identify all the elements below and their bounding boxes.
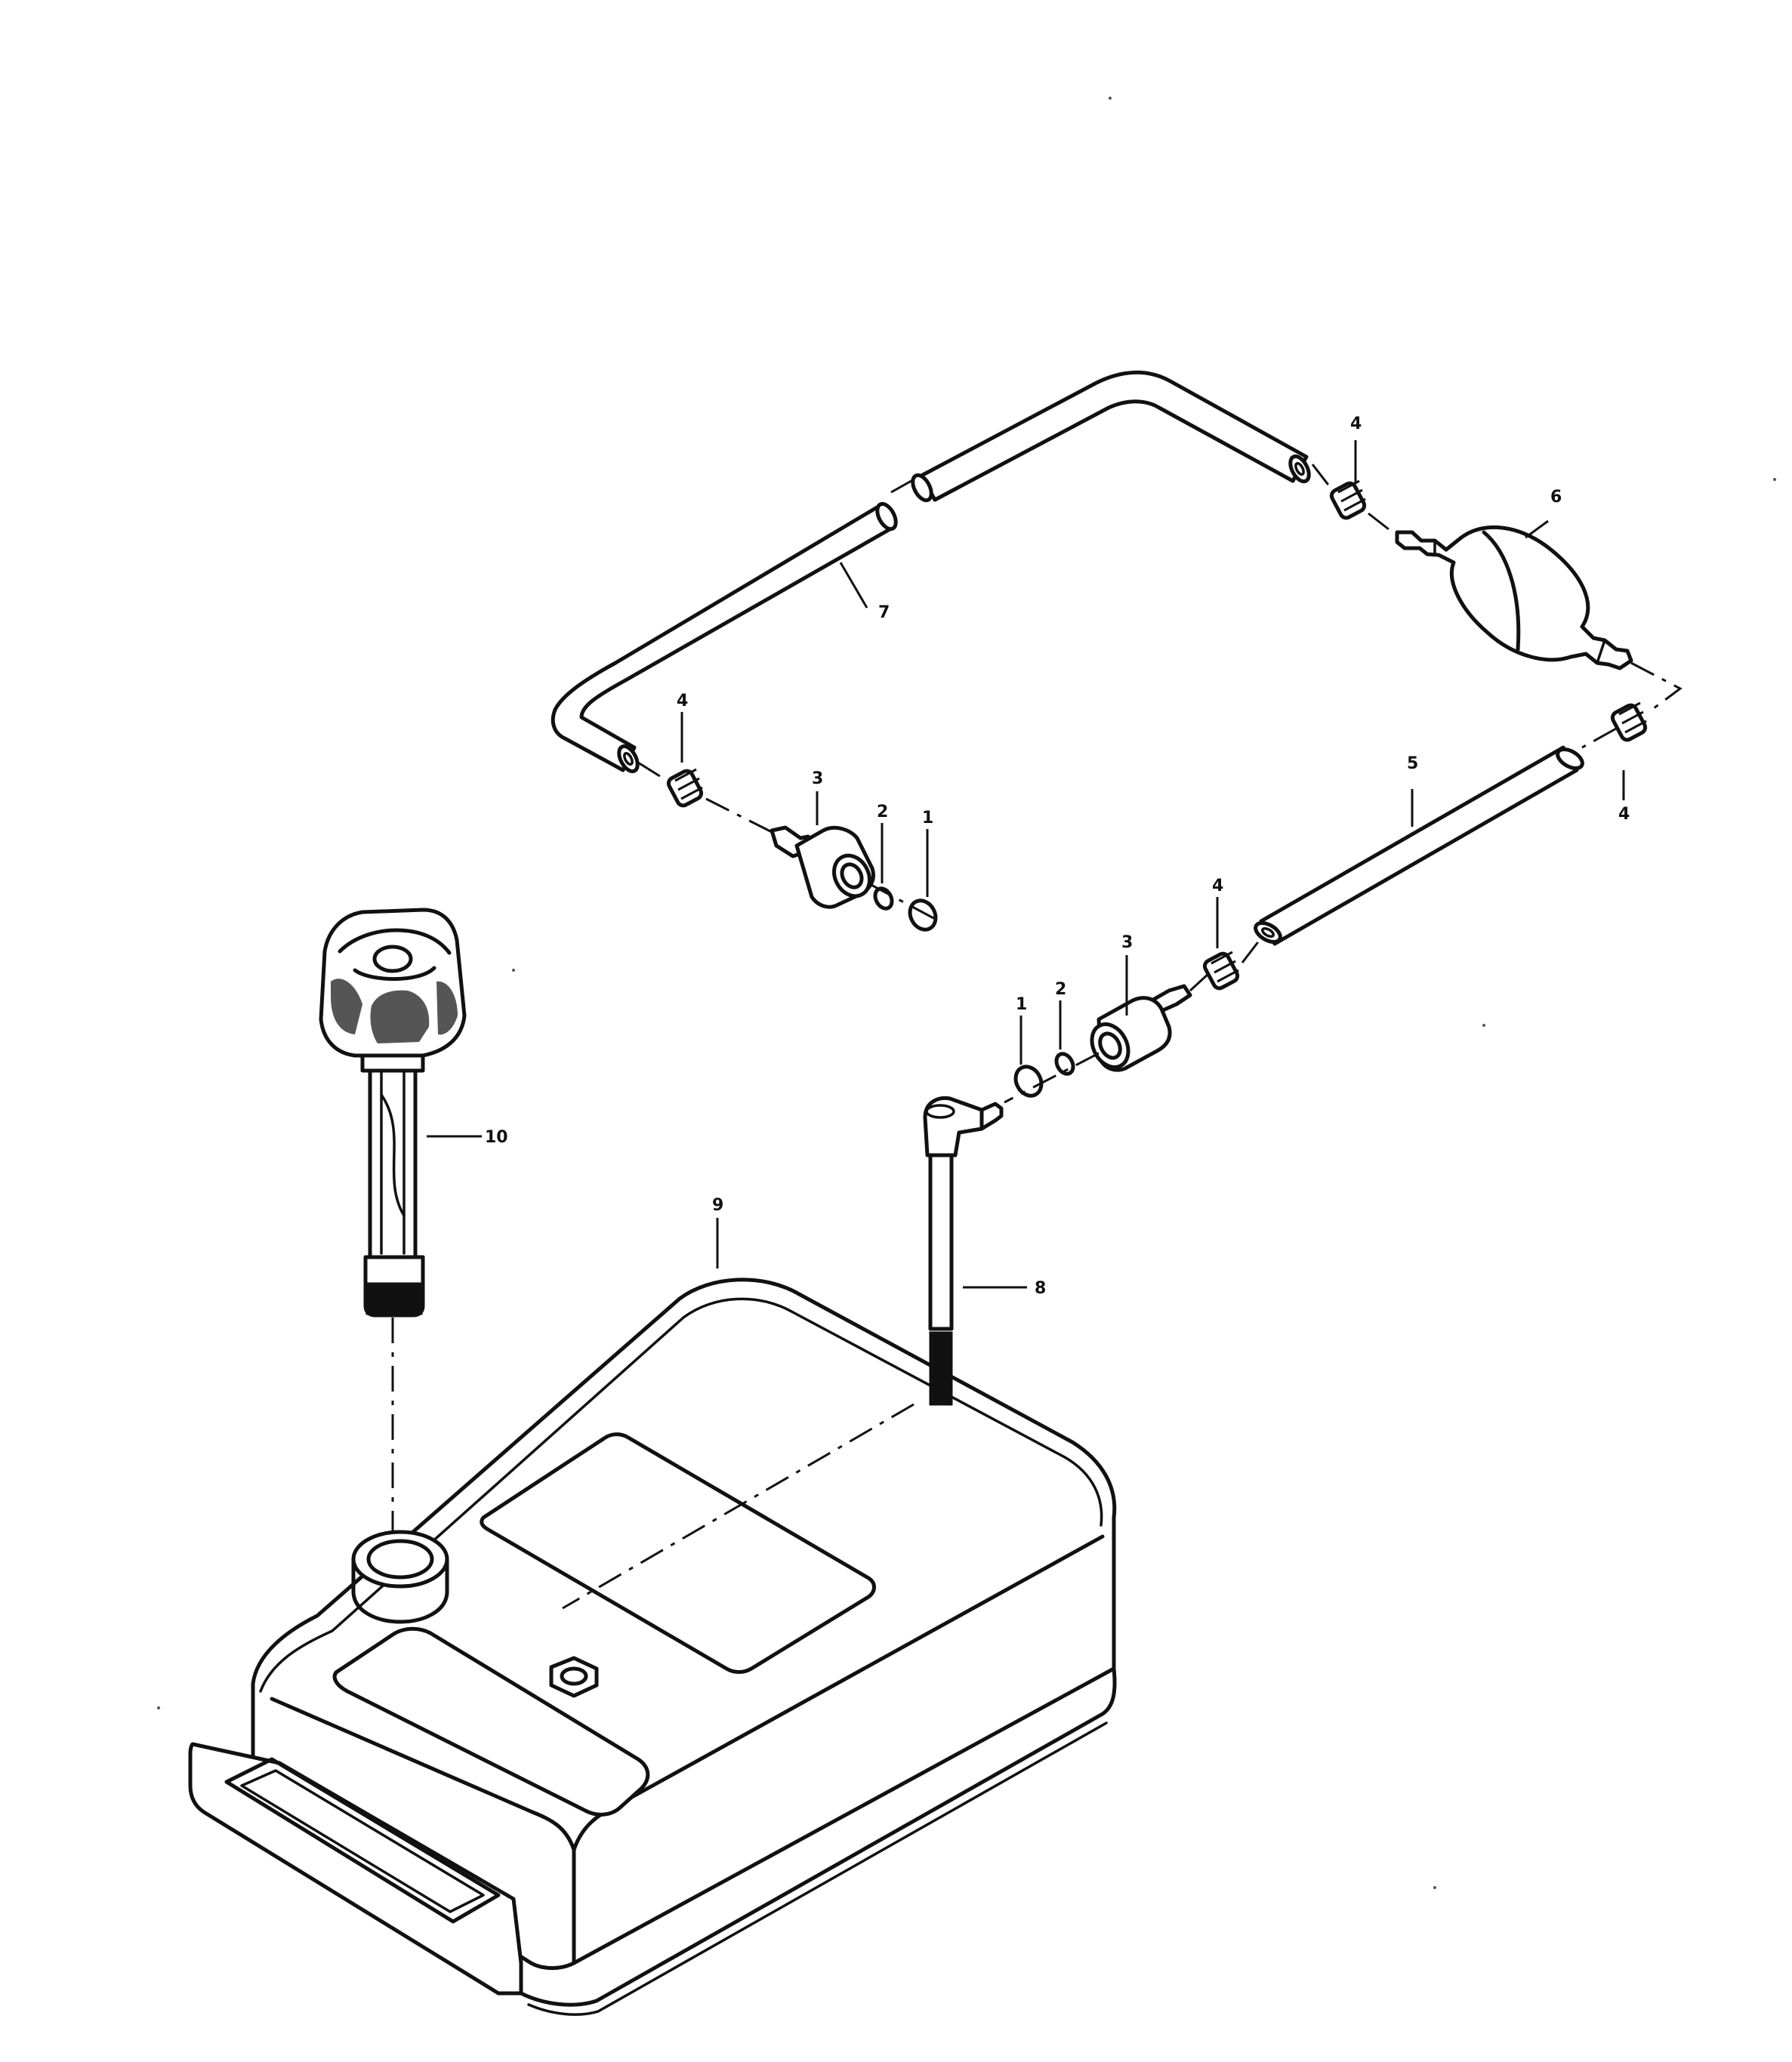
callout-1-upper: 1 — [922, 809, 933, 828]
callout-10: 10 — [485, 1128, 508, 1147]
hose-clamp-top — [1329, 479, 1367, 520]
quick-connector-lower — [1090, 984, 1192, 1072]
callout-4-lower: 4 — [1212, 877, 1223, 895]
hose-clamp-lower — [1202, 951, 1240, 991]
primer-bulb — [1395, 525, 1633, 670]
hose-tank-to-bulb — [551, 370, 1311, 774]
callout-6: 6 — [1550, 488, 1562, 507]
callout-labels: 7 4 6 4 3 2 1 5 4 4 3 2 1 10 9 8 — [485, 415, 1630, 1298]
callout-1-lower: 1 — [1016, 995, 1027, 1014]
callout-4-right: 4 — [1618, 805, 1630, 824]
quick-connector-upper — [770, 825, 875, 909]
callout-2-lower: 2 — [1055, 980, 1066, 999]
callout-8: 8 — [1035, 1279, 1046, 1298]
pickup-tube — [923, 1096, 1004, 1406]
callout-3-upper: 3 — [812, 769, 823, 788]
callout-3-lower: 3 — [1121, 933, 1133, 952]
fuel-tank — [188, 1278, 1117, 2016]
hose-bulb-to-engine — [1254, 745, 1584, 946]
callout-9: 9 — [712, 1196, 723, 1215]
fuel-gauge — [319, 908, 467, 1318]
o-ring-1-lower — [1013, 1065, 1044, 1098]
leader-lines — [427, 440, 1625, 1289]
o-ring-2-upper — [873, 886, 894, 911]
assembly-lines — [391, 464, 1683, 1610]
o-ring-1-upper — [908, 898, 938, 932]
hose-clamp-right — [1610, 701, 1648, 742]
callout-7: 7 — [878, 603, 890, 622]
hose-clamp-left — [666, 768, 704, 808]
callout-2-upper: 2 — [877, 803, 888, 821]
callout-5: 5 — [1407, 754, 1418, 773]
callout-4-top: 4 — [1350, 415, 1362, 433]
callout-4-left: 4 — [677, 692, 688, 710]
o-ring-2-lower — [1054, 1052, 1075, 1076]
scan-specks — [157, 97, 1776, 1889]
